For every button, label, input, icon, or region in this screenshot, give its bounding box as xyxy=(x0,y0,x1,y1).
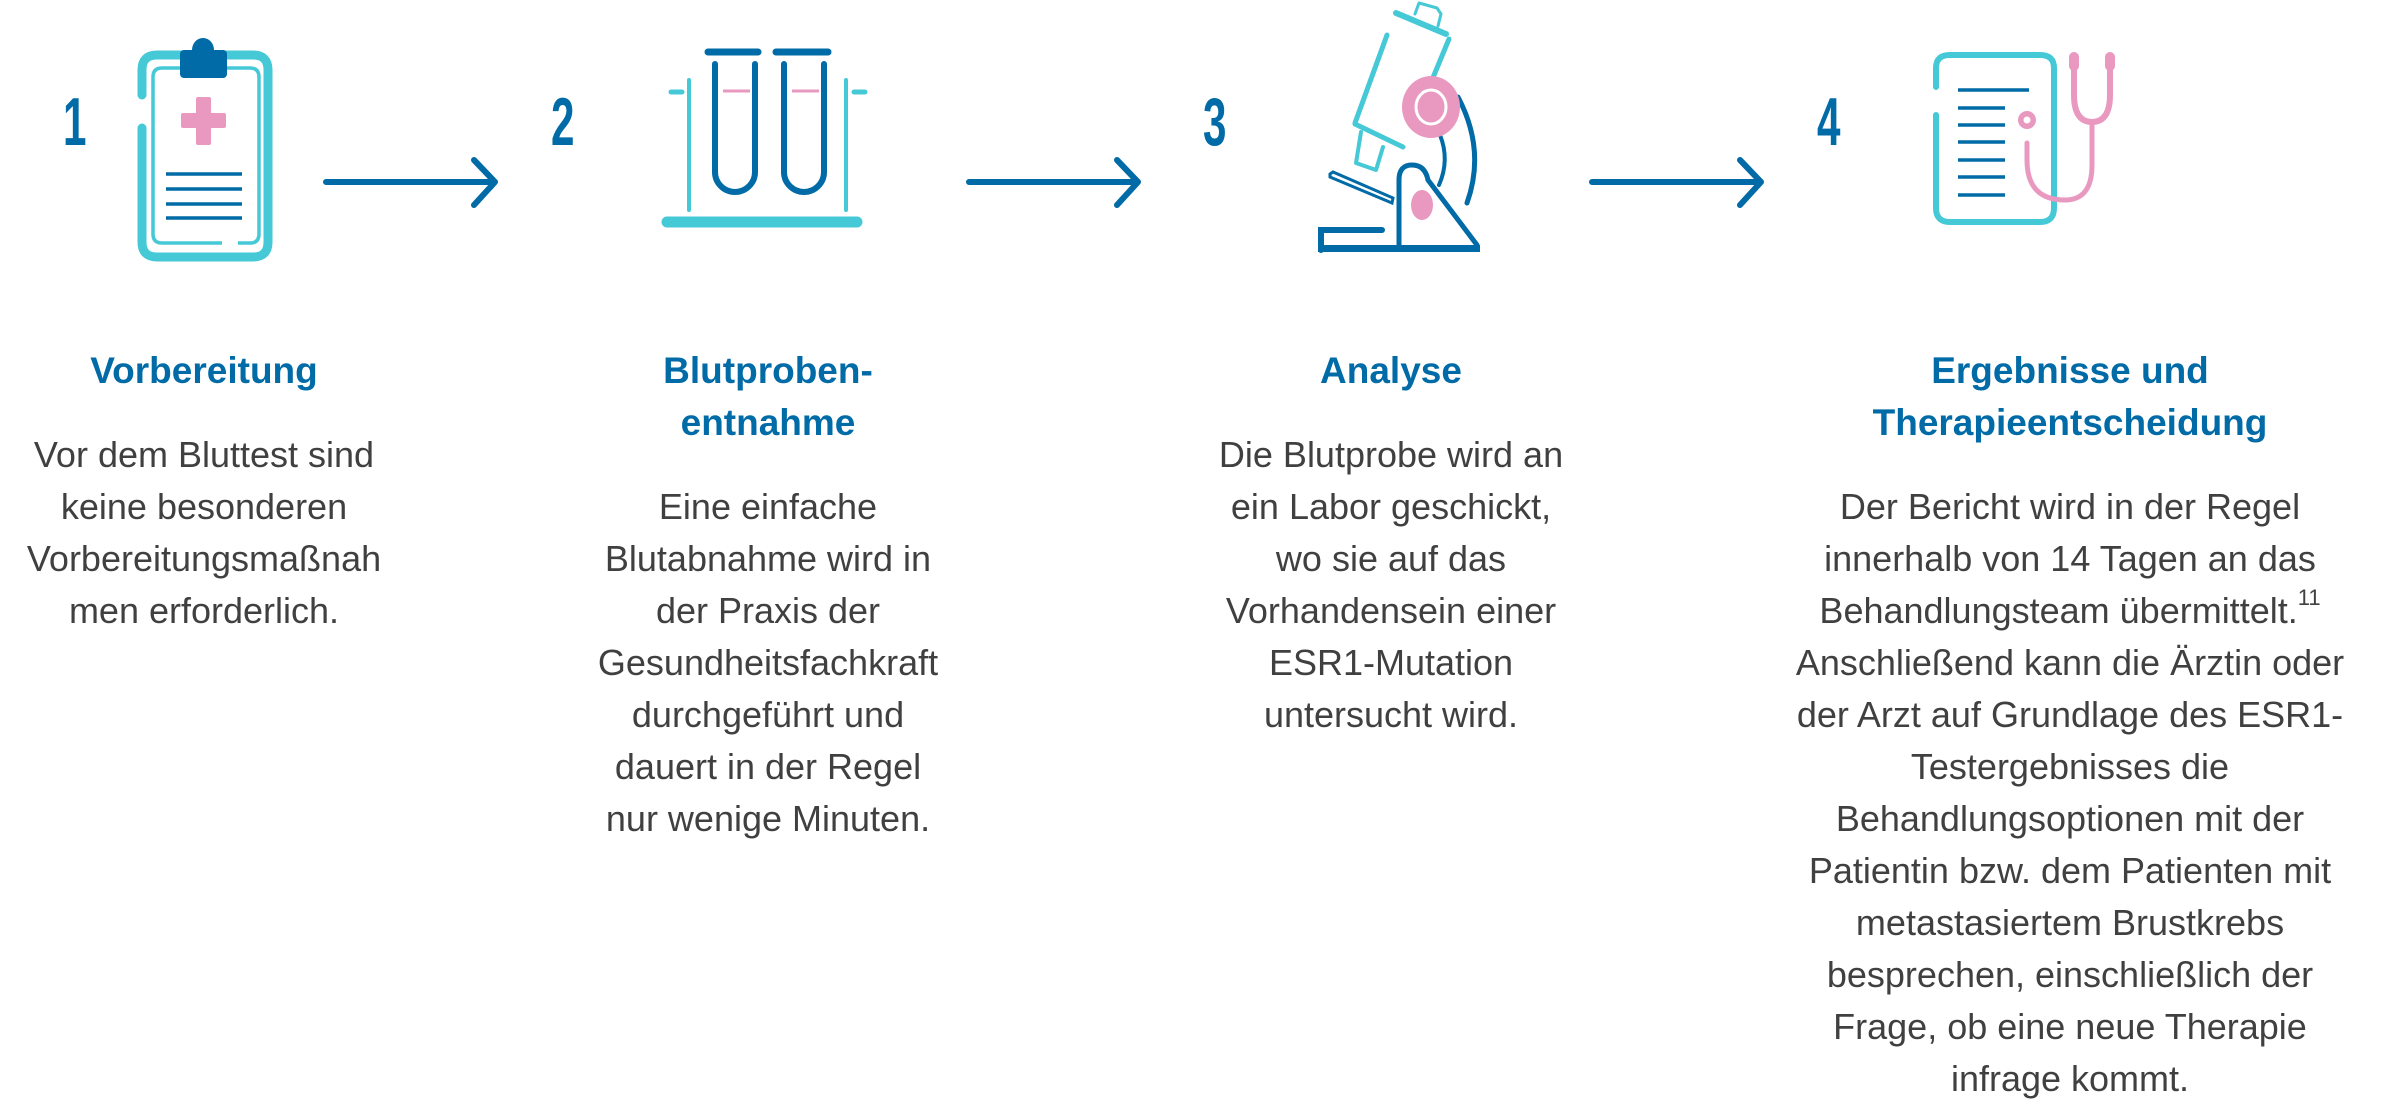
step-1-text: Vorbereitung Vor dem Bluttest sind keine… xyxy=(27,345,381,637)
title-line: Ergebnisse und xyxy=(1931,350,2209,391)
body-line: durchgeführt und xyxy=(631,694,905,735)
report-stethoscope-icon xyxy=(1933,52,2115,225)
body-line: Anschließend kann die Ärztin oder xyxy=(1795,642,2345,683)
title-line: Vorbereitung xyxy=(90,350,318,391)
body-line: Vor dem Bluttest sind xyxy=(33,434,375,475)
step-3-text: Analyse Die Blutprobe wird an ein Labor … xyxy=(1219,345,1563,741)
step-number-3: 3 xyxy=(1203,84,1227,160)
arrow-right-icon xyxy=(1589,157,1764,208)
body-line: Behandlungsteam übermittelt.11 xyxy=(1796,585,2344,637)
body-line: wo sie auf das xyxy=(1275,538,1507,579)
body-line: ESR1-Mutation xyxy=(1268,642,1514,683)
title-line: entnahme xyxy=(680,402,856,443)
body-line: Testergebnisses die xyxy=(1910,746,2230,787)
body-line: metastasiertem Brustkrebs xyxy=(1855,902,2285,943)
body-line: men erforderlich. xyxy=(68,590,340,631)
body-line: Patientin bzw. dem Patienten mit xyxy=(1808,850,2332,891)
body-line: Die Blutprobe wird an xyxy=(1218,434,1564,475)
body-line: infrage kommt. xyxy=(1950,1058,2190,1099)
step-description: Vor dem Bluttest sind keine besonderen V… xyxy=(27,429,381,637)
step-title: Analyse xyxy=(1219,345,1563,397)
body-line: Vorbereitungsmaßnah xyxy=(26,538,382,579)
body-line: Der Bericht wird in der Regel xyxy=(1839,486,2301,527)
arrow-right-icon xyxy=(966,157,1141,208)
step-title: Vorbereitung xyxy=(27,345,381,397)
step-description: Der Bericht wird in der Regel innerhalb … xyxy=(1796,481,2344,1105)
body-line: innerhalb von 14 Tagen an das xyxy=(1824,538,2316,579)
body-line: Vorhandensein einer xyxy=(1225,590,1557,631)
step-description: Eine einfache Blutabnahme wird in der Pr… xyxy=(598,481,938,845)
title-line: Blutproben- xyxy=(663,350,873,391)
body-line: besprechen, einschließlich der xyxy=(1826,954,2314,995)
title-line: Therapieentscheidung xyxy=(1872,402,2268,443)
step-description: Die Blutprobe wird an ein Labor geschick… xyxy=(1219,429,1563,741)
body-line: Eine einfache xyxy=(658,486,878,527)
body-line: keine besonderen xyxy=(60,486,348,527)
footnote-reference: 11 xyxy=(2297,585,2321,610)
body-line: der Arzt auf Grundlage des ESR1- xyxy=(1796,694,2344,735)
arrows xyxy=(323,157,1764,208)
body-line: nur wenige Minuten. xyxy=(605,798,931,839)
test-tubes-icon xyxy=(661,48,868,228)
body-line: Blutabnahme wird in xyxy=(604,538,932,579)
clipboard-medical-icon xyxy=(137,38,273,262)
step-4-text: Ergebnisse und Therapieentscheidung Der … xyxy=(1796,345,2344,1105)
body-line: Gesundheitsfachkraft xyxy=(597,642,939,683)
body-line: der Praxis der xyxy=(655,590,881,631)
step-number-2: 2 xyxy=(551,84,575,160)
body-line: Frage, ob eine neue Therapie xyxy=(1833,1006,2307,1047)
arrow-right-icon xyxy=(323,157,498,208)
step-number-1: 1 xyxy=(63,84,87,160)
step-title: Blutproben- entnahme xyxy=(598,345,938,449)
microscope-icon xyxy=(1318,1,1480,253)
body-line: Behandlungsoptionen mit der xyxy=(1835,798,2305,839)
body-line: ein Labor geschickt, xyxy=(1230,486,1552,527)
body-line-text: Behandlungsteam übermittelt. xyxy=(1819,590,2298,631)
body-line: untersucht wird. xyxy=(1263,694,1519,735)
step-number-4: 4 xyxy=(1817,84,1841,160)
step-title: Ergebnisse und Therapieentscheidung xyxy=(1796,345,2344,449)
step-2-text: Blutproben- entnahme Eine einfache Bluta… xyxy=(598,345,938,845)
body-line: dauert in der Regel xyxy=(614,746,922,787)
title-line: Analyse xyxy=(1320,350,1462,391)
